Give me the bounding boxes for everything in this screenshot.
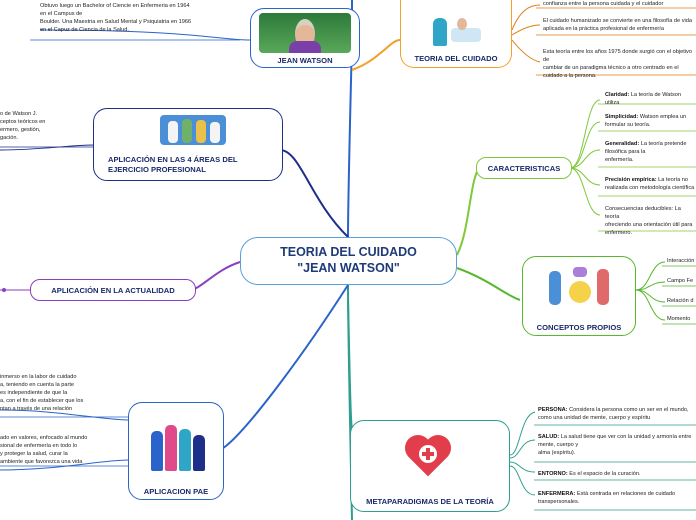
pae2-line: ado en valores, enfocado al mundo (0, 435, 88, 441)
teoria-line: aplicada en la práctica profesional de e… (543, 26, 664, 32)
pae2-line: sional de enfermería en todo lo (0, 443, 78, 449)
meta-term: ENFERMERA: (538, 491, 576, 497)
meta-line: transpersonales. (538, 499, 580, 505)
caract-line: Consecuencias deducibles: La teoría (605, 206, 681, 220)
caract-simplicidad: Simplicidad: Watson emplea un formular s… (605, 113, 686, 129)
caract-line: enfermero. (605, 230, 633, 236)
meta-enfermera: ENFERMERA: Está centrada en relaciones d… (538, 490, 675, 506)
teoria-line: cuidado a la persona. (543, 73, 597, 79)
pae-text-1: inmerso en la labor de cuidado a, tenien… (0, 373, 83, 413)
caract-term: Generalidad: (605, 141, 640, 147)
caract-line: enfermería. (605, 157, 634, 163)
node-aplicacion-actualidad[interactable]: APLICACIÓN EN LA ACTUALIDAD (30, 279, 196, 301)
meta-line: La salud tiene que ver con la unidad y a… (560, 434, 692, 440)
caract-term: Simplicidad: (605, 114, 639, 120)
teoria-text-1: confianza entre la persona cuidada y el … (543, 0, 663, 8)
teoria-text-3: Esta teoría entre los años 1975 donde su… (543, 48, 696, 80)
bio-line: en el Campus de (40, 11, 83, 17)
meta-term: SALUD: (538, 434, 560, 440)
label-jean-watson: JEAN WATSON (277, 56, 333, 65)
pae1-line: inmerso en la labor de cuidado (0, 374, 77, 380)
heart-cross-icon (401, 431, 455, 479)
caract-line: Watson emplea un (639, 114, 687, 120)
caract-line: La teoría no (658, 177, 689, 183)
node-caracteristicas[interactable]: CARACTERISTICAS (476, 157, 572, 179)
pae1-line: a, teniendo en cuenta la parte (0, 382, 75, 388)
caract-term: Claridad: (605, 92, 630, 98)
pae2-line: y proteger la salud, curar la (0, 451, 68, 457)
meta-line: Está centrada en relaciones de cuidado (576, 491, 676, 497)
jean-watson-photo (259, 13, 351, 53)
areas-line: ceptos teóricos en (0, 119, 46, 125)
caract-line: ofreciendo una orientación útil para (605, 222, 693, 228)
meta-line: como una unidad de mente, cuerpo y espír… (538, 415, 651, 421)
pae1-line: a, con el fin de establecer que los (0, 398, 84, 404)
central-topic[interactable]: TEORIA DEL CUIDADO "JEAN WATSON" (240, 237, 457, 285)
bio-text: Obtuvo luego un Bachelor of Ciencie en E… (40, 2, 191, 34)
areas-line: ermero, gestión, (0, 127, 41, 133)
label-caracteristicas: CARACTERISTICAS (487, 164, 561, 173)
teoria-text-2: El cuidado humanizado se convierte en un… (543, 17, 692, 33)
teoria-line: confianza entre la persona cuidada y el … (543, 1, 664, 7)
bio-line: en el Capuz de Ciencia de la Salud. (40, 27, 129, 33)
meta-persona: PERSONA: Considera la persona como un se… (538, 406, 689, 422)
node-metaparadigmas[interactable]: METAPARADIGMAS DE LA TEORÍA (350, 420, 510, 512)
teoria-line: El cuidado humanizado se convierte en un… (543, 18, 692, 24)
concepto-campo: Campo Fe (667, 278, 694, 284)
meta-term: ENTORNO: (538, 471, 568, 477)
meta-line: Es el espacio de la curación. (569, 471, 641, 477)
pae-text-2: ado en valores, enfocado al mundo sional… (0, 434, 87, 466)
meta-line: Considera la persona como un ser en el m… (569, 407, 689, 413)
caract-claridad: Claridad: La teoría de Watson utiliza (605, 91, 696, 107)
label-conceptos-propios: CONCEPTOS PROPIOS (536, 323, 622, 332)
teoria-line: Esta teoría entre los años 1975 donde su… (543, 49, 692, 63)
areas-line: gación. (0, 135, 19, 141)
meta-term: PERSONA: (538, 407, 568, 413)
central-subtitle: "JEAN WATSON" (297, 261, 400, 275)
caract-term: Precisión empírica: (605, 177, 657, 183)
concepto-momento: Momento (667, 316, 691, 322)
areas-text: o de Watson J. ceptos teóricos en ermero… (0, 110, 45, 142)
node-teoria-cuidado[interactable]: TEORIA DEL CUIDADO (400, 0, 512, 68)
caract-line: La teoría de Watson utiliza (605, 92, 681, 106)
meta-entorno: ENTORNO: Es el espacio de la curación. (538, 470, 641, 478)
node-conceptos-propios[interactable]: CONCEPTOS PROPIOS (522, 256, 636, 336)
meta-line: alma (espíritu). (538, 450, 576, 456)
label-aplicacion-pae: APLICACION PAE (143, 487, 209, 496)
nurses-pae-image (147, 411, 207, 475)
pae1-line: es independiente de que la (0, 390, 68, 396)
node-jean-watson[interactable]: JEAN WATSON (250, 8, 360, 68)
label-aplicacion-actualidad: APLICACIÓN EN LA ACTUALIDAD (51, 286, 175, 295)
caract-line: filosófica para la (605, 149, 646, 155)
caract-line: La teoría pretende (640, 141, 687, 147)
concepts-illustration (543, 263, 617, 313)
label-metaparadigmas: METAPARADIGMAS DE LA TEORÍA (366, 497, 494, 506)
pae2-line: ambiente que favorezca una vida (0, 459, 83, 465)
teoria-line: cambiar de un paradigma técnico a otro c… (543, 65, 679, 71)
bio-line: Obtuvo luego un Bachelor of Ciencie en E… (40, 3, 190, 9)
areas-line: o de Watson J. (0, 111, 38, 117)
caract-precision: Precisión empírica: La teoría no realiza… (605, 176, 694, 192)
label-teoria-cuidado: TEORIA DEL CUIDADO (414, 54, 498, 63)
label-aplicacion-4-areas: APLICACIÓN EN LAS 4 ÁREAS DEL EJERCICIO … (108, 155, 238, 174)
nurse-patient-image (427, 4, 487, 48)
caract-line: realizada con metodología científica (605, 185, 695, 191)
meta-line: mente, cuerpo y (538, 442, 579, 448)
concepto-interaccion: Interacción (667, 258, 695, 264)
meta-salud: SALUD: La salud tiene que ver con la uni… (538, 433, 691, 457)
caract-generalidad: Generalidad: La teoría pretende filosófi… (605, 140, 686, 164)
caract-line: formular su teoría. (605, 122, 651, 128)
caract-consecuencias: Consecuencias deducibles: La teoría ofre… (605, 205, 696, 237)
node-aplicacion-pae[interactable]: APLICACION PAE (128, 402, 224, 500)
pae1-line: ntan a través de una relación (0, 406, 73, 412)
concepto-relacion: Relación d (667, 298, 694, 304)
node-aplicacion-4-areas[interactable]: APLICACIÓN EN LAS 4 ÁREAS DEL EJERCICIO … (93, 108, 283, 181)
bio-line: Boulder. Una Maestria en Salud Mental y … (40, 19, 192, 25)
nurses-team-image (160, 115, 226, 145)
central-title: TEORIA DEL CUIDADO (280, 245, 417, 259)
